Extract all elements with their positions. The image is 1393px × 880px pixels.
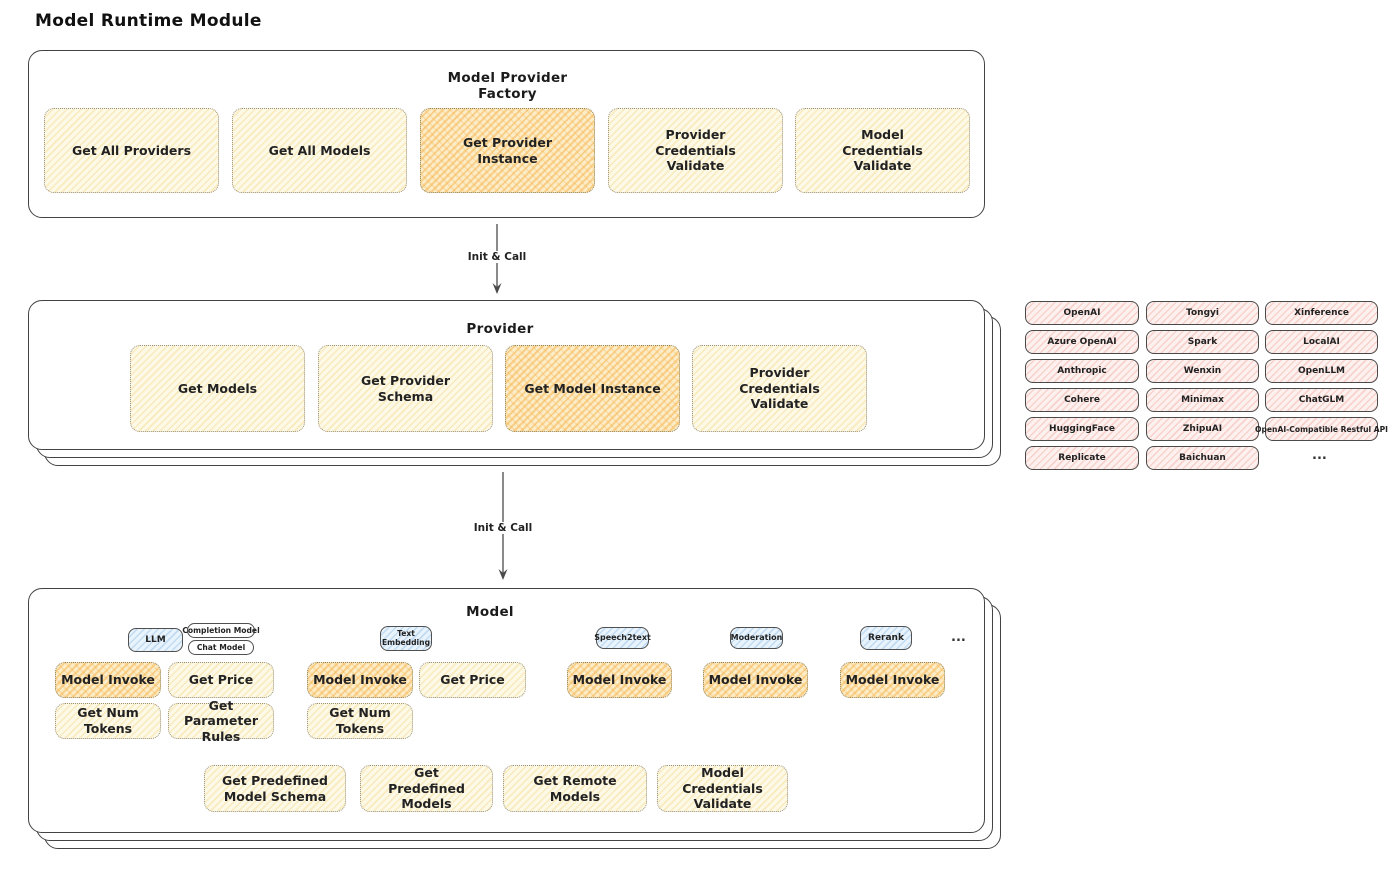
provider-cell-chatglm: ChatGLM <box>1265 388 1378 412</box>
init-call-label-1: Init & Call <box>463 251 531 263</box>
provider-cell-azure-openai: Azure OpenAI <box>1025 330 1139 354</box>
model-title: Model <box>466 604 514 620</box>
factory-get-all-models: Get All Models <box>232 108 407 193</box>
factory-get-all-providers: Get All Providers <box>44 108 219 193</box>
rerank-model-invoke: Model Invoke <box>840 662 945 698</box>
init-call-label-2: Init & Call <box>469 522 537 534</box>
llm-model-invoke: Model Invoke <box>55 662 161 698</box>
provider-cell-openai: OpenAI <box>1025 301 1139 325</box>
model-get-predefined-models: Get Predefined Models <box>360 765 493 812</box>
model-model-credentials-validate: Model Credentials Validate <box>657 765 788 812</box>
provider-provider-credentials-validate: Provider Credentials Validate <box>692 345 867 432</box>
factory-model-credentials-validate: Model Credentials Validate <box>795 108 970 193</box>
factory-provider-credentials-validate: Provider Credentials Validate <box>608 108 783 193</box>
provider-cell-replicate: Replicate <box>1025 446 1139 470</box>
moderation-model-invoke: Model Invoke <box>703 662 808 698</box>
provider-cell-huggingface: HuggingFace <box>1025 417 1139 441</box>
factory-get-provider-instance: Get Provider Instance <box>420 108 595 193</box>
model-get-predefined-model-schema: Get Predefined Model Schema <box>204 765 346 812</box>
provider-title: Provider <box>466 321 534 337</box>
llm-get-parameter-rules: Get Parameter Rules <box>168 698 274 744</box>
provider-cell-cohere: Cohere <box>1025 388 1139 412</box>
tag-rerank: Rerank <box>860 626 912 650</box>
provider-cell-openai-compatible-restful-api: OpenAI-Compatible Restful API <box>1255 417 1388 441</box>
tag-chat-model: Chat Model <box>188 640 254 655</box>
provider-cell-openllm: OpenLLM <box>1265 359 1378 383</box>
llm-get-num-tokens: Get Num Tokens <box>55 703 161 739</box>
provider-cell-baichuan: Baichuan <box>1146 446 1259 470</box>
factory-title: Model Provider Factory <box>447 70 568 102</box>
provider-cell-zhipuai: ZhipuAI <box>1146 417 1259 441</box>
tag-speech2text: Speech2text <box>594 627 651 649</box>
provider-get-provider-schema: Get Provider Schema <box>318 345 493 432</box>
tag-completion-model: Completion Model <box>182 623 260 638</box>
tag-moderation: Moderation <box>730 627 783 649</box>
tag-llm: LLM <box>128 628 183 652</box>
provider-cell-tongyi: Tongyi <box>1146 301 1259 325</box>
providers-ellipsis: ... <box>1312 448 1327 463</box>
llm-get-price: Get Price <box>168 662 274 698</box>
model-tags-ellipsis: ... <box>951 630 966 645</box>
provider-cell-minimax: Minimax <box>1146 388 1259 412</box>
provider-cell-xinference: Xinference <box>1265 301 1378 325</box>
speech2text-model-invoke: Model Invoke <box>567 662 672 698</box>
provider-cell-anthropic: Anthropic <box>1025 359 1139 383</box>
text-embedding-get-num-tokens: Get Num Tokens <box>307 703 413 739</box>
text-embedding-get-price: Get Price <box>419 662 526 698</box>
provider-cell-wenxin: Wenxin <box>1146 359 1259 383</box>
tag-text-embedding: Text Embedding <box>380 626 432 651</box>
provider-get-models: Get Models <box>130 345 305 432</box>
page-title: Model Runtime Module <box>35 11 262 31</box>
model-get-remote-models: Get Remote Models <box>503 765 647 812</box>
text-embedding-model-invoke: Model Invoke <box>307 662 413 698</box>
provider-cell-localai: LocalAI <box>1265 330 1378 354</box>
provider-get-model-instance: Get Model Instance <box>505 345 680 432</box>
provider-cell-spark: Spark <box>1146 330 1259 354</box>
